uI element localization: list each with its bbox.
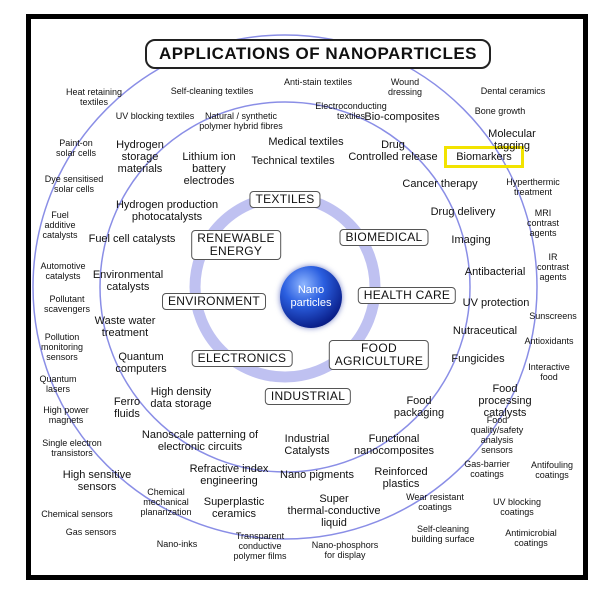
middle-ring: [99, 101, 471, 473]
label-fuel-additive-catalysts: Fuel additive catalysts: [42, 210, 78, 240]
label-antioxidants: Antioxidants: [524, 336, 574, 346]
category-electronics: ELECTRONICS: [191, 350, 293, 367]
label-quantum-computers: Quantum computers: [115, 351, 167, 375]
label-nano-inks: Nano-inks: [156, 539, 198, 549]
label-self-cleaning-textiles: Self-cleaning textiles: [170, 86, 254, 96]
label-molecular-tagging: Molecular tagging: [488, 128, 536, 152]
category-health-care: HEALTH CARE: [357, 287, 457, 304]
label-uv-blocking-coatings: UV blocking coatings: [492, 497, 542, 517]
label-nano-pigments: Nano pigments: [280, 469, 354, 481]
label-single-electron-transistors: Single electron transistors: [42, 438, 102, 458]
label-superplastic-ceramics: Superplastic ceramics: [203, 496, 265, 520]
label-electroconducting-textiles: Electroconducting textiles: [315, 101, 387, 121]
label-drug-controlled-release: Drug Controlled release: [348, 139, 438, 163]
label-mri-contrast-agents: MRI contrast agents: [526, 208, 560, 238]
label-chemical-mechanical-planarization: Chemical mechanical planarization: [140, 487, 192, 517]
label-pollution-monitoring-sensors: Pollution monitoring sensors: [40, 332, 84, 362]
label-nano-phosphors-display: Nano-phosphors for display: [311, 540, 379, 560]
label-high-sensitive-sensors: High sensitive sensors: [62, 469, 132, 493]
diagram-frame: APPLICATIONS OF NANOPARTICLES Nano parti…: [26, 14, 588, 580]
label-bio-composites: Bio-composites: [364, 111, 440, 123]
label-hyperthermic-treatment: Hyperthermic treatment: [506, 177, 560, 197]
label-antifouling-coatings: Antifouling coatings: [530, 460, 574, 480]
label-waste-water: Waste water treatment: [94, 315, 156, 339]
label-food-packaging: Food packaging: [393, 395, 445, 419]
label-bone-growth: Bone growth: [474, 106, 526, 116]
label-ferro-fluids: Ferro fluids: [113, 396, 141, 420]
label-food-quality-sensors: Food quality/safety analysis sensors: [470, 415, 524, 455]
label-automotive-catalysts: Automotive catalysts: [40, 261, 86, 281]
label-reinforced-plastics: Reinforced plastics: [374, 466, 428, 490]
label-ir-contrast-agents: IR contrast agents: [536, 252, 570, 282]
label-interactive-food: Interactive food: [528, 362, 570, 382]
category-environment: ENVIRONMENT: [162, 293, 266, 310]
label-imaging: Imaging: [451, 234, 491, 246]
label-technical-textiles: Technical textiles: [251, 155, 335, 167]
label-gas-barrier-coatings: Gas-barrier coatings: [464, 459, 510, 479]
label-fuel-cell-catalysts: Fuel cell catalysts: [88, 233, 176, 245]
label-hydrogen-storage: Hydrogen storage materials: [116, 139, 164, 175]
label-super-thermal-liquid: Super thermal-conductive liquid: [287, 493, 381, 529]
label-refractive-index: Refractive index engineering: [189, 463, 269, 487]
diagram-title: APPLICATIONS OF NANOPARTICLES: [145, 39, 492, 69]
center-node: Nano particles: [280, 266, 342, 328]
label-medical-textiles: Medical textiles: [268, 136, 344, 148]
label-dye-sensitised-solar-cells: Dye sensitised solar cells: [44, 174, 104, 194]
label-nanoscale-patterning: Nanoscale patterning of electronic circu…: [141, 429, 259, 453]
category-textiles: TEXTILES: [249, 191, 321, 208]
label-transparent-conductive-films: Transparent conductive polymer films: [233, 531, 287, 561]
label-pollutant-scavengers: Pollutant scavengers: [43, 294, 91, 314]
label-biomarkers: Biomarkers: [456, 151, 512, 163]
label-functional-nanocomposites: Functional nanocomposites: [353, 433, 435, 457]
label-heat-retaining-textiles: Heat retaining textiles: [65, 87, 123, 107]
label-self-cleaning-building-surface: Self-cleaning building surface: [411, 524, 475, 544]
label-wound-dressing: Wound dressing: [387, 77, 423, 97]
label-hydrogen-production: Hydrogen production photocatalysts: [115, 199, 219, 223]
label-paint-on-solar-cells: Paint-on solar cells: [55, 138, 97, 158]
biomarkers-highlight-box: [444, 146, 524, 168]
label-fungicides: Fungicides: [451, 353, 505, 365]
label-uv-protection: UV protection: [462, 297, 530, 309]
label-quantum-lasers: Quantum lasers: [39, 374, 77, 394]
label-high-power-magnets: High power magnets: [43, 405, 89, 425]
label-antibacterial: Antibacterial: [464, 266, 526, 278]
label-nutraceutical: Nutraceutical: [452, 325, 518, 337]
label-food-processing: Food processing catalysts: [478, 383, 532, 419]
category-renewable-energy: RENEWABLE ENERGY: [191, 230, 281, 260]
label-natural-synthetic-fibres: Natural / synthetic polymer hybrid fibre…: [199, 111, 283, 131]
label-cancer-therapy: Cancer therapy: [402, 178, 478, 190]
label-high-density-storage: High density data storage: [150, 386, 212, 410]
label-anti-stain-textiles: Anti-stain textiles: [283, 77, 353, 87]
label-gas-sensors: Gas sensors: [65, 527, 117, 537]
label-dental-ceramics: Dental ceramics: [480, 86, 546, 96]
category-industrial: INDUSTRIAL: [264, 388, 352, 405]
label-lithium-ion: Lithium ion battery electrodes: [182, 151, 236, 187]
label-drug-delivery: Drug delivery: [430, 206, 496, 218]
label-chemical-sensors: Chemical sensors: [41, 509, 113, 519]
category-biomedical: BIOMEDICAL: [339, 229, 429, 246]
outer-ring: [32, 34, 538, 540]
category-food-agriculture: FOOD AGRICULTURE: [328, 340, 430, 370]
label-industrial-catalysts: Industrial Catalysts: [284, 433, 330, 457]
label-environmental-catalysts: Environmental catalysts: [92, 269, 164, 293]
label-antimicrobial-coatings: Antimicrobial coatings: [505, 528, 557, 548]
label-sunscreens: Sunscreens: [529, 311, 577, 321]
label-uv-blocking-textiles: UV blocking textiles: [115, 111, 195, 121]
label-wear-resistant-coatings: Wear resistant coatings: [406, 492, 464, 512]
